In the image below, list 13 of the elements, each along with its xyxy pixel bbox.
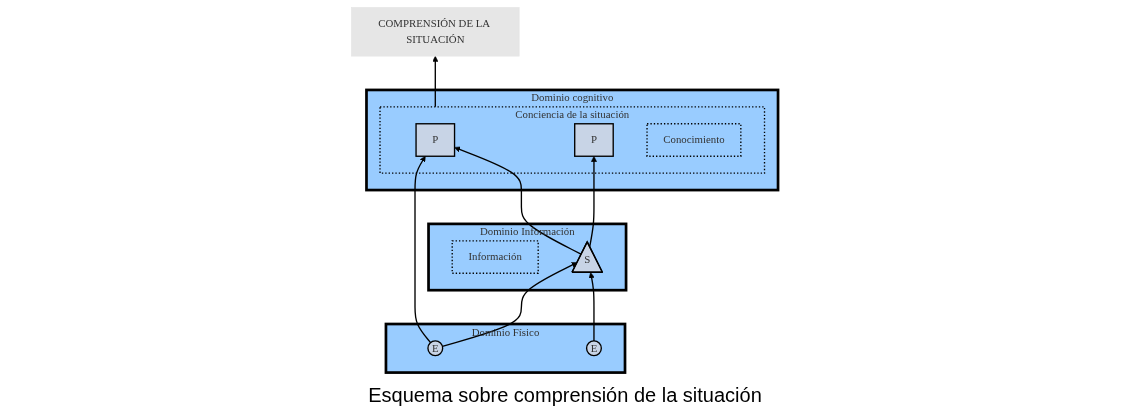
node-box: P bbox=[574, 123, 615, 157]
arrow bbox=[442, 262, 578, 347]
node-box: Conocimiento bbox=[646, 123, 742, 157]
caption: Esquema sobre comprensión de la situación bbox=[368, 384, 762, 406]
arrow bbox=[454, 146, 583, 255]
node-circle: E bbox=[586, 340, 603, 357]
node-box: COMPRENSIÓN DE LA SITUACIÓN bbox=[351, 7, 520, 57]
arrow bbox=[588, 272, 595, 342]
node-box: Información bbox=[451, 240, 540, 274]
arrow bbox=[432, 55, 439, 108]
arrow bbox=[414, 155, 432, 344]
node-box: P bbox=[415, 123, 456, 157]
node-circle: E bbox=[427, 340, 444, 357]
